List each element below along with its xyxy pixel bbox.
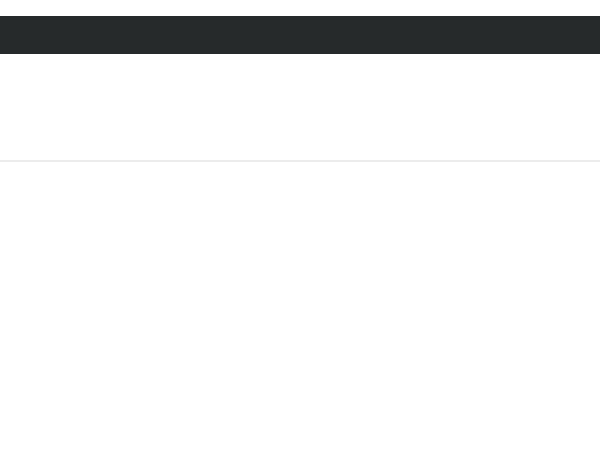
main-content-area	[0, 162, 600, 450]
header-area	[0, 54, 600, 160]
top-blank-strip	[0, 0, 600, 16]
header-divider	[0, 160, 600, 162]
top-navigation-bar	[0, 16, 600, 54]
